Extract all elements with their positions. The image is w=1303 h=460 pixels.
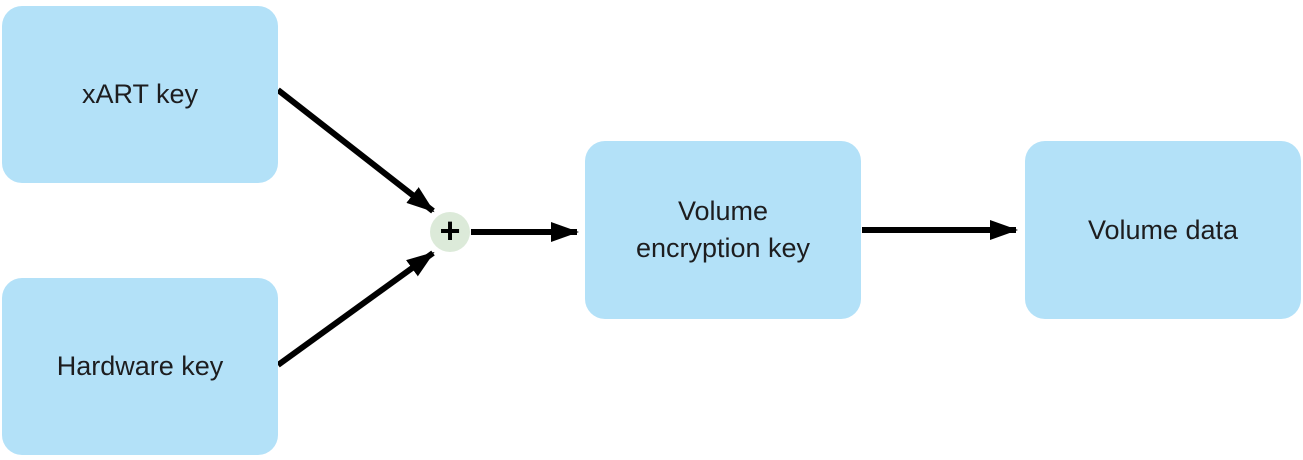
node-volume-encryption-key-label: Volume encryption key <box>635 196 811 263</box>
node-volume-data-label: Volume data <box>1087 214 1239 245</box>
node-volume-encryption-key: Volume encryption key <box>585 141 861 319</box>
node-hardware-key-label: Hardware key <box>56 351 224 381</box>
node-xart-key: xART key <box>2 6 278 183</box>
plus-symbol: + <box>439 209 461 251</box>
node-volume-data: Volume data <box>1025 141 1301 319</box>
arrow-hardware-to-combiner <box>276 250 435 368</box>
node-hardware-key: Hardware key <box>2 278 278 455</box>
arrow-xart-to-combiner <box>276 87 435 214</box>
node-xart-key-label: xART key <box>81 79 199 109</box>
plus-combiner-icon: + <box>430 212 470 252</box>
